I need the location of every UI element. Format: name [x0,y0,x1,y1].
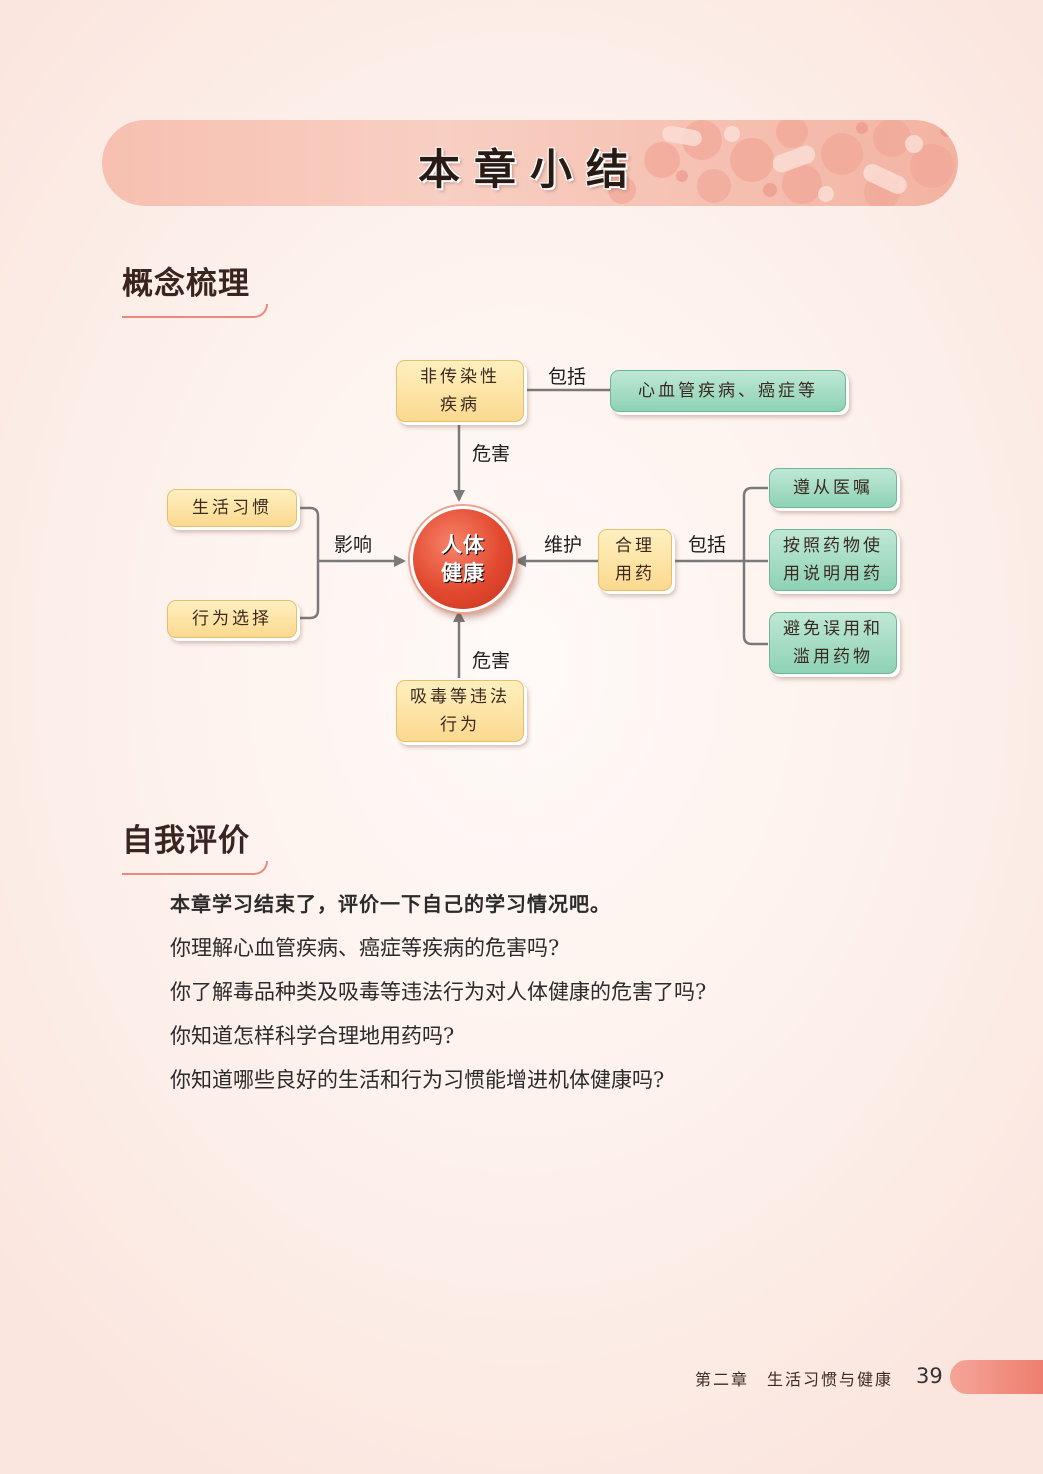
bracket-left [298,508,318,618]
node-noncommunicable-disease: 非传染性疾病 [396,360,524,422]
node-line: 避免误用和 [783,615,883,643]
bracket-right [744,488,768,644]
node-line: 疾病 [420,391,500,419]
node-drug-abuse: 吸毒等违法行为 [396,680,524,742]
heading-underline [122,861,268,875]
node-line: 非传染性 [420,363,500,391]
node-line: 生活习惯 [192,494,272,522]
label-influence: 影响 [334,530,372,557]
node-line: 滥用药物 [783,643,883,671]
node-life-habits: 生活习惯 [167,489,297,527]
node-line: 用说明用药 [783,560,883,588]
label-harm-bottom: 危害 [472,646,510,673]
node-line: 吸毒等违法 [410,683,510,711]
node-line: 行为选择 [192,605,272,633]
label-maintain: 维护 [544,530,582,557]
evaluation-question: 你知道怎样科学合理地用药吗? [170,1020,454,1050]
page-number: 39 [916,1364,943,1388]
label-include-right: 包括 [688,530,726,557]
node-line: 按照药物使 [783,532,883,560]
node-human-health: 人体健康 [410,506,516,612]
node-line: 遵从医嘱 [793,474,873,502]
node-line: 用药 [615,560,655,588]
footer-accent-bar [950,1360,1043,1394]
center-line: 健康 [441,559,485,587]
evaluation-question: 你知道哪些良好的生活和行为习惯能增进机体健康吗? [170,1064,664,1094]
evaluation-intro: 本章学习结束了，评价一下自己的学习情况吧。 [170,888,611,917]
label-include-top: 包括 [548,362,586,389]
center-line: 人体 [441,531,485,559]
section-heading-evaluation: 自我评价 [122,815,250,860]
node-rational-medication: 合理用药 [598,529,672,591]
evaluation-question: 你理解心血管疾病、癌症等疾病的危害吗? [170,932,559,962]
node-cardio-cancer: 心血管疾病、癌症等 [610,370,846,412]
footer-chapter-title: 生活习惯与健康 [767,1366,893,1390]
node-line: 行为 [410,711,510,739]
node-follow-advice: 遵从医嘱 [769,468,897,508]
section-title: 自我评价 [122,823,250,859]
footer-chapter: 第二章 [695,1366,749,1390]
node-line: 心血管疾病、癌症等 [638,377,818,405]
node-avoid-misuse: 避免误用和滥用药物 [769,612,897,674]
evaluation-question: 你了解毒品种类及吸毒等违法行为对人体健康的危害了吗? [170,976,706,1006]
node-line: 合理 [615,532,655,560]
node-behavior-choice: 行为选择 [167,600,297,638]
label-harm-top: 危害 [472,439,510,466]
node-follow-instructions: 按照药物使用说明用药 [769,529,897,591]
